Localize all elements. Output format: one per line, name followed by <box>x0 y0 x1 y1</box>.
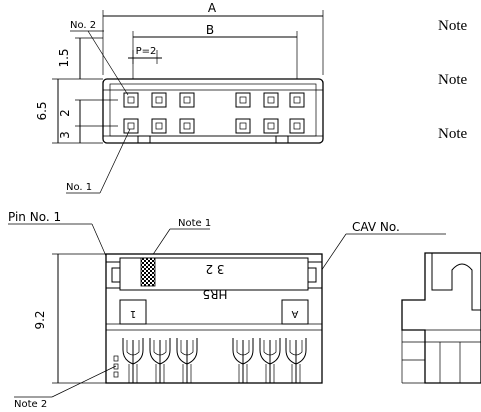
cav-label: CAV No. <box>352 220 400 234</box>
pin-no1-label: Pin No. 1 <box>8 210 61 224</box>
note2-label: Note 2 <box>14 399 47 410</box>
dim-a-label: A <box>208 1 217 15</box>
front-view: Pin No. 1 Note 1 CAV No. 9.2 3 2 HR5 1 A <box>8 210 446 410</box>
front-contacts <box>122 338 307 383</box>
side-view <box>401 252 481 384</box>
contact-row-upper <box>123 92 305 108</box>
no2-leader <box>87 30 129 96</box>
dim-9-2-label: 9.2 <box>33 310 47 329</box>
note-line-3: Note <box>438 126 468 142</box>
top-view: A B P=2 <box>35 1 324 194</box>
no2-label: No. 2 <box>70 20 96 31</box>
note-line-2: Note <box>438 72 468 88</box>
no1-leader <box>99 128 131 194</box>
contact-row-lower <box>123 118 305 134</box>
no1-label: No. 1 <box>66 182 92 193</box>
dim-6-5-label: 6.5 <box>35 101 49 120</box>
dim-1-5-label: 1.5 <box>57 48 71 67</box>
note1-hatched-mark <box>140 257 156 287</box>
note-line-1: Note <box>438 18 468 34</box>
note1-label: Note 1 <box>178 218 211 229</box>
pitch-label: P=2 <box>136 46 157 57</box>
dim-b-label: B <box>206 23 214 37</box>
marking-number: 3 2 <box>205 262 224 276</box>
notes-list: Note Note Note <box>438 18 468 142</box>
dim-2-label: 2 <box>58 109 72 117</box>
marking-text: HR5 <box>203 287 228 301</box>
pin-mark-a: A <box>291 308 298 319</box>
dim-3-label: 3 <box>58 131 72 139</box>
note2-leader <box>51 365 117 398</box>
side-view-housing <box>401 252 481 384</box>
pin-mark-1: 1 <box>130 308 136 319</box>
